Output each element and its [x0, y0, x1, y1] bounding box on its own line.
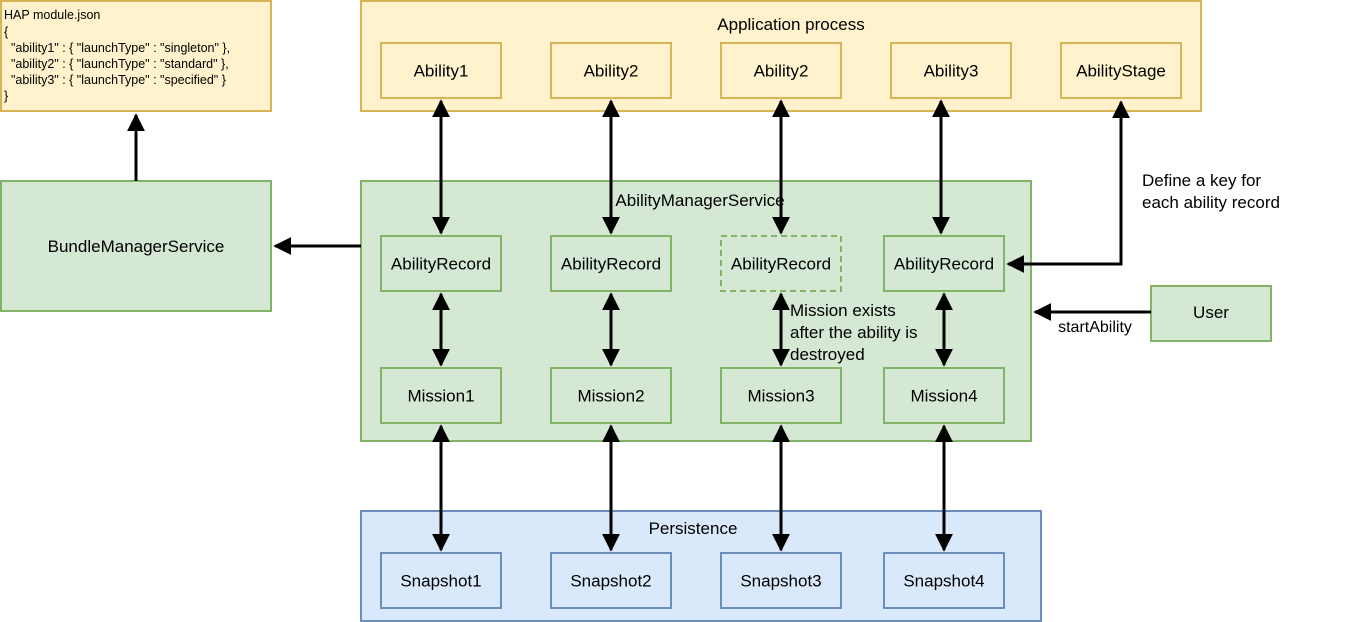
module-json-box — [0, 0, 272, 112]
app-ability-2-label: Ability2 — [584, 62, 639, 81]
module-json-line: "ability1" : { "launchType" : "singleton… — [4, 41, 230, 55]
bundle-manager-service-title: BundleManagerService — [48, 237, 225, 256]
mission-4: Mission4 — [883, 367, 1005, 424]
module-json-line: "ability2" : { "launchType" : "standard"… — [4, 57, 229, 71]
ability-record-3: AbilityRecord — [720, 235, 842, 292]
snapshot-2-rect — [550, 552, 672, 609]
key-note: Define a key for each ability record — [1142, 171, 1280, 212]
ability-record-3-rect — [720, 235, 842, 292]
app-ability-1: Ability1 — [380, 42, 502, 99]
app-ability-2-rect — [550, 42, 672, 99]
mission-4-rect — [883, 367, 1005, 424]
ability-record-2-label: AbilityRecord — [561, 255, 661, 274]
mission-3: Mission3 — [720, 367, 842, 424]
mission-2-label: Mission2 — [577, 387, 644, 406]
mission-1-rect — [380, 367, 502, 424]
module-json-line: } — [4, 89, 8, 103]
mission-note-line-3: destroyed — [790, 345, 865, 364]
snapshot-1: Snapshot1 — [380, 552, 502, 609]
app-ability-4: Ability3 — [890, 42, 1012, 99]
ability-record-4-label: AbilityRecord — [894, 255, 994, 274]
edge-abilitystage-record — [1006, 100, 1130, 273]
start-ability-label: startAbility — [1058, 319, 1132, 336]
mission-1-label: Mission1 — [407, 387, 474, 406]
key-note-line-1: Define a key for — [1142, 171, 1261, 190]
app-ability-1-rect — [380, 42, 502, 99]
ability-record-1-label: AbilityRecord — [391, 255, 491, 274]
node-boxes: Ability1 Ability2 Ability2 Ability3 AbilityS… — [380, 42, 1182, 609]
snapshot-3-rect — [720, 552, 842, 609]
mission-1: Mission1 — [380, 367, 502, 424]
snapshot-1-label: Snapshot1 — [400, 572, 481, 591]
app-ability-4-label: Ability3 — [924, 62, 979, 81]
key-note-line-2: each ability record — [1142, 193, 1280, 212]
mission-note-line-2: after the ability is — [790, 323, 918, 342]
mission-3-label: Mission3 — [747, 387, 814, 406]
vertical-edges — [432, 99, 953, 552]
snapshot-1-rect — [380, 552, 502, 609]
snapshot-4-label: Snapshot4 — [903, 572, 984, 591]
bundle-manager-service-box — [0, 180, 272, 312]
app-ability-4-rect — [890, 42, 1012, 99]
app-ability-3-label: Ability2 — [754, 62, 809, 81]
edges — [127, 100, 1151, 321]
mission-2-rect — [550, 367, 672, 424]
user-label: User — [1193, 303, 1229, 322]
app-ability-5-label: AbilityStage — [1076, 62, 1166, 81]
ability-manager-service-title: AbilityManagerService — [615, 191, 784, 210]
app-ability-2: Ability2 — [550, 42, 672, 99]
ability-record-2-rect — [550, 235, 672, 292]
ability-record-1-rect — [380, 235, 502, 292]
mission-3-rect — [720, 367, 842, 424]
ability-record-4: AbilityRecord — [883, 235, 1005, 292]
mission-2: Mission2 — [550, 367, 672, 424]
snapshot-2: Snapshot2 — [550, 552, 672, 609]
mission-note-line-1: Mission exists — [790, 301, 896, 320]
persistence-title: Persistence — [649, 519, 738, 538]
snapshot-4: Snapshot4 — [883, 552, 1005, 609]
snapshot-4-rect — [883, 552, 1005, 609]
ability-record-4-rect — [883, 235, 1005, 292]
app-ability-3: Ability2 — [720, 42, 842, 99]
ability-record-1: AbilityRecord — [380, 235, 502, 292]
ability-record-2: AbilityRecord — [550, 235, 672, 292]
mission-4-label: Mission4 — [910, 387, 977, 406]
snapshot-2-label: Snapshot2 — [570, 572, 651, 591]
snapshot-3-label: Snapshot3 — [740, 572, 821, 591]
app-ability-5: AbilityStage — [1060, 42, 1182, 99]
app-ability-3-rect — [720, 42, 842, 99]
module-json-line: "ability3" : { "launchType" : "specified… — [4, 73, 226, 87]
application-process-title: Application process — [717, 15, 864, 34]
ability-record-3-label: AbilityRecord — [731, 255, 831, 274]
module-json-line: { — [4, 25, 8, 39]
app-ability-1-label: Ability1 — [414, 62, 469, 81]
mission-note: Mission exists after the ability is dest… — [790, 301, 918, 364]
module-json-title: HAP module.json — [4, 8, 100, 22]
app-ability-5-rect — [1060, 42, 1182, 99]
snapshot-3: Snapshot3 — [720, 552, 842, 609]
module-json-lines: { "ability1" : { "launchType" : "singlet… — [4, 25, 230, 103]
